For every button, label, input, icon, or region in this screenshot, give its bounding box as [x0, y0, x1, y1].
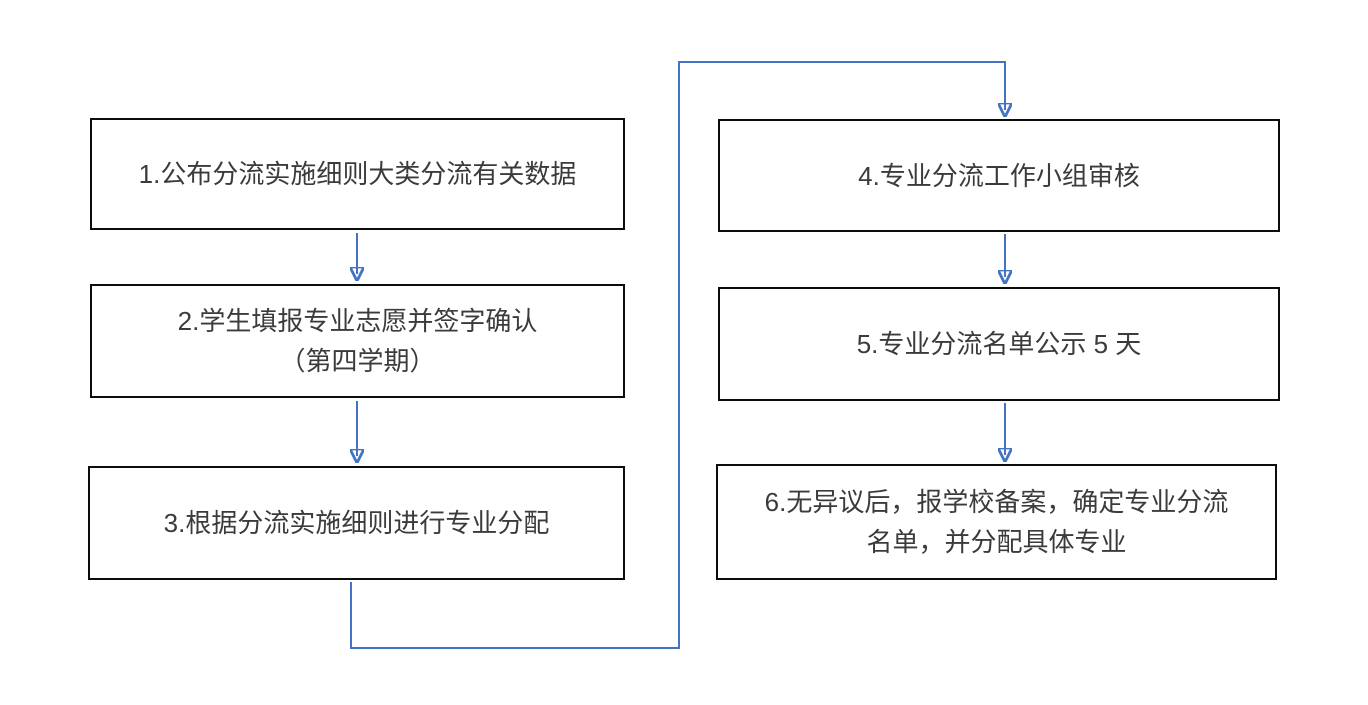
flow-step-3-text: 3.根据分流实施细则进行专业分配: [163, 508, 550, 538]
flow-step-2-text-line1: 2.学生填报专业志愿并签字确认: [177, 306, 538, 336]
flow-step-2: 2.学生填报专业志愿并签字确认 （第四学期）: [90, 284, 625, 398]
flow-step-4-text: 4.专业分流工作小组审核: [858, 160, 1140, 191]
flow-step-5-text: 5.专业分流名单公示 5 天: [856, 329, 1142, 359]
flow-step-4: 4.专业分流工作小组审核: [718, 119, 1280, 232]
flow-step-2-text-line2: （第四学期）: [279, 346, 436, 376]
flow-step-6-text-line1: 6.无异议后，报学校备案，确定专业分流: [764, 487, 1229, 517]
flow-step-6-text-line2: 名单，并分配具体专业: [866, 527, 1127, 557]
flow-step-1: 1.公布分流实施细则大类分流有关数据: [90, 118, 625, 230]
flow-step-3: 3.根据分流实施细则进行专业分配: [88, 466, 625, 580]
flow-step-5: 5.专业分流名单公示 5 天: [718, 287, 1280, 401]
flow-step-1-text: 1.公布分流实施细则大类分流有关数据: [138, 159, 577, 189]
flow-step-6: 6.无异议后，报学校备案，确定专业分流 名单，并分配具体专业: [716, 464, 1277, 580]
